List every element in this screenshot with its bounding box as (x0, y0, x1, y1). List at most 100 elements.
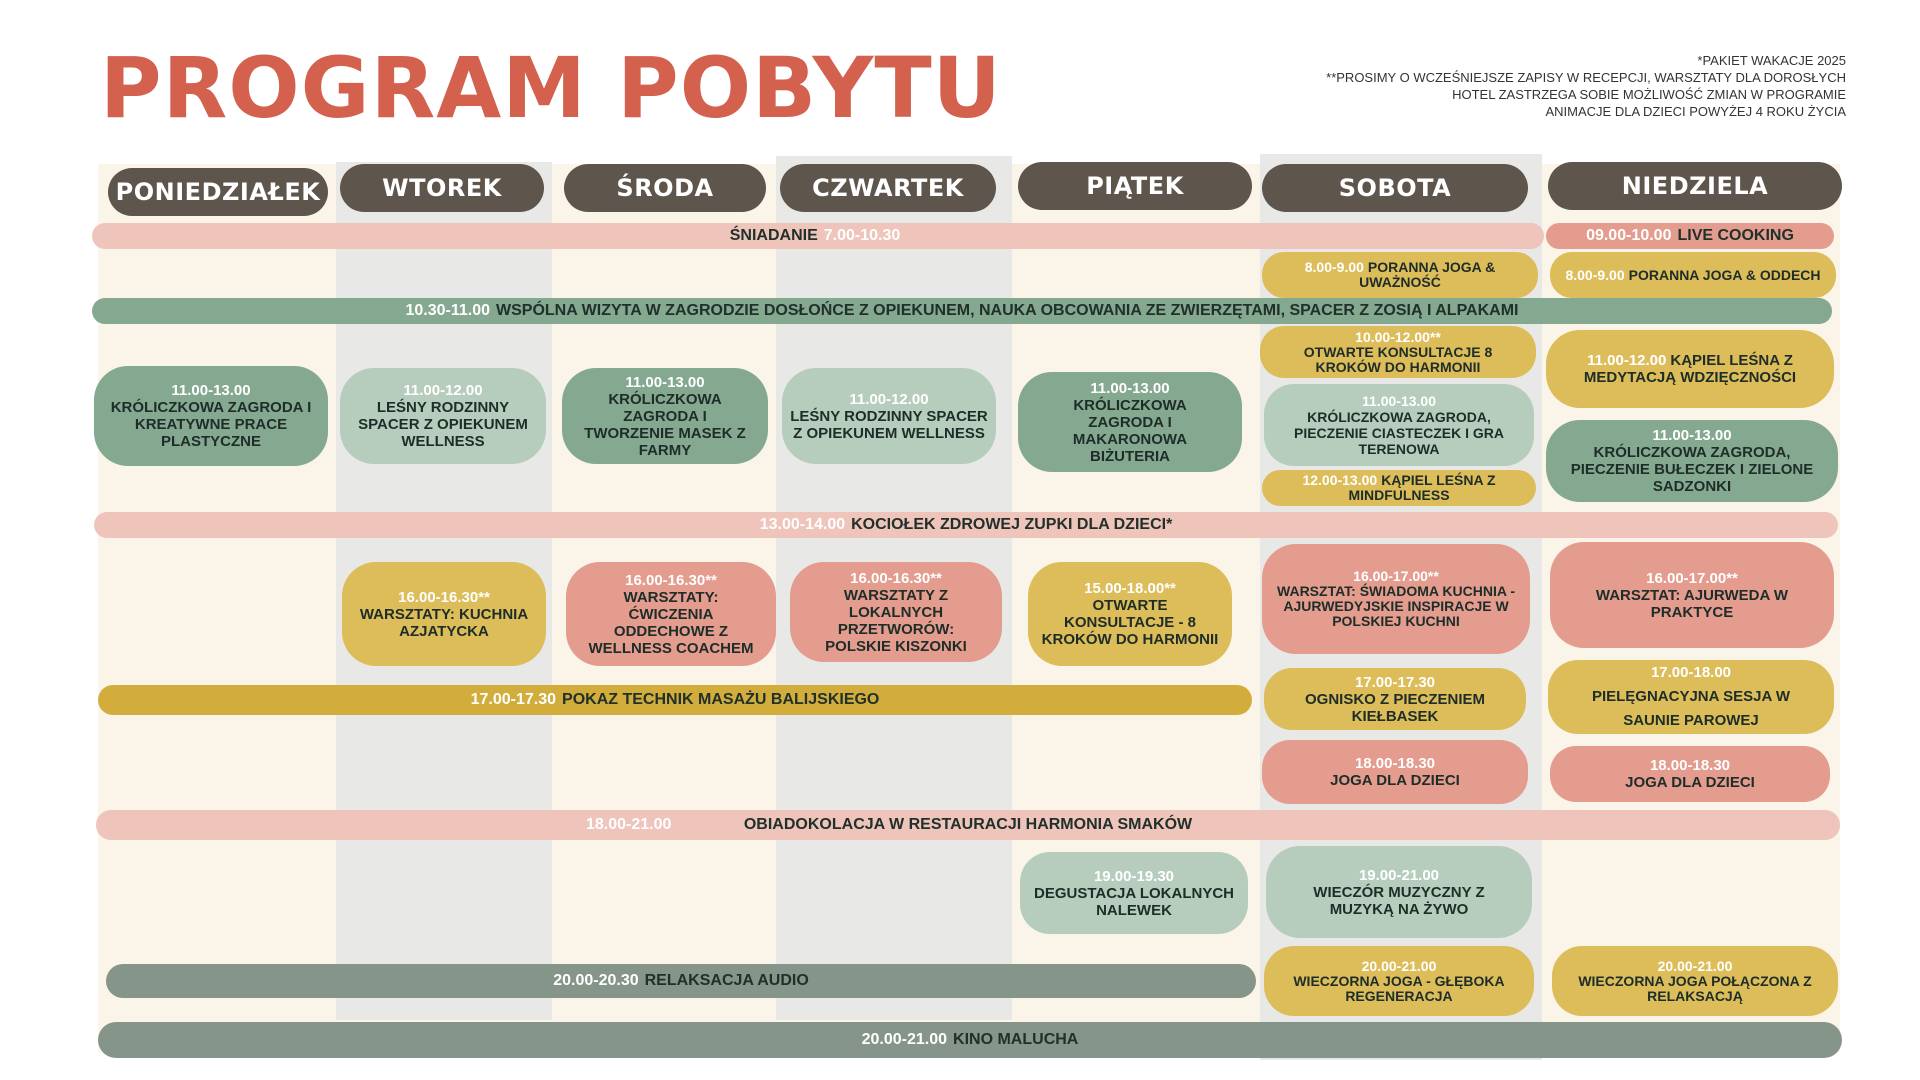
card-label: WARSZTAT: ŚWIADOMA KUCHNIA - AJURWEDYJSK… (1277, 583, 1515, 629)
card-label: OTWARTE KONSULTACJE - 8 KROKÓW DO HARMON… (1041, 597, 1219, 648)
band-time: 7.00-10.30 (823, 227, 901, 244)
header-notes: *PAKIET WAKACJE 2025 **PROSIMY O WCZEŚNI… (1206, 52, 1846, 120)
card-label: LEŚNY RODZINNY SPACER Z OPIEKUNEM WELLNE… (790, 407, 988, 442)
card-sat-1600: 16.00-17.00** WARSZTAT: ŚWIADOMA KUCHNIA… (1262, 544, 1530, 654)
card-label: OTWARTE KONSULTACJE 8 KROKÓW DO HARMONII (1303, 343, 1493, 375)
card-label: KĄPIEL LEŚNA Z MEDYTACJĄ WDZIĘCZNOŚCI (1583, 352, 1797, 386)
band-kino: 20.00-21.00 KINO MALUCHA (98, 1022, 1842, 1058)
card-sat-1900: 19.00-21.00 WIECZÓR MUZYCZNY Z MUZYKĄ NA… (1266, 846, 1532, 938)
card-label: WIECZORNA JOGA - GŁĘBOKA REGENERACJA (1293, 972, 1505, 1004)
day-header-saturday: SOBOTA (1262, 164, 1528, 212)
card-time: 16.00-17.00** (1353, 568, 1439, 584)
band-label: POKAZ TECHNIK MASAŻU BALIJSKIEGO (562, 691, 880, 708)
card-sun-1800: 18.00-18.30 JOGA DLA DZIECI (1550, 746, 1830, 802)
band-label: KINO MALUCHA (953, 1031, 1079, 1048)
band-dinner: 18.00-21.00 OBIADOKOLACJA W RESTAURACJI … (96, 810, 1840, 840)
band-soup: 13.00-14.00 KOCIOŁEK ZDROWEJ ZUPKI DLA D… (94, 512, 1838, 538)
day-header-tuesday: WTOREK (340, 164, 544, 212)
card-sat-1000: 10.00-12.00** OTWARTE KONSULTACJE 8 KROK… (1260, 326, 1536, 378)
card-label: KRÓLICZKOWA ZAGRODA I TWORZENIE MASEK Z … (584, 390, 746, 459)
band-time: 09.00-10.00 (1586, 227, 1672, 244)
band-time: 18.00-21.00 (586, 816, 672, 833)
band-label: OBIADOKOLACJA W RESTAURACJI HARMONIA SMA… (743, 816, 1193, 833)
card-thu-1100: 11.00-12.00 LEŚNY RODZINNY SPACER Z OPIE… (782, 368, 996, 464)
band-farm-visit: 10.30-11.00 WSPÓLNA WIZYTA W ZAGRODZIE D… (92, 298, 1832, 324)
card-time: 11.00-13.00 (1090, 379, 1170, 397)
card-label: KRÓLICZKOWA ZAGRODA, PIECZENIE BUŁECZEK … (1570, 444, 1814, 495)
card-time: 20.00-21.00 (1657, 957, 1733, 974)
card-time: 19.00-19.30 (1093, 867, 1175, 885)
card-time: 17.00-17.30 (1354, 673, 1436, 691)
note-line: ANIMACJE DLA DZIECI POWYŻEJ 4 ROKU ŻYCIA (1545, 104, 1847, 119)
card-sat-2000: 20.00-21.00 WIECZORNA JOGA - GŁĘBOKA REG… (1264, 946, 1534, 1016)
band-label: KOCIOŁEK ZDROWEJ ZUPKI DLA DZIECI* (851, 516, 1173, 533)
day-header-monday: PONIEDZIAŁEK (108, 168, 328, 216)
card-label: WARSZTATY: KUCHNIA AZJATYCKA (359, 605, 529, 640)
band-breakfast: ŚNIADANIE 7.00-10.30 (92, 223, 1544, 249)
card-sun-1700: 17.00-18.00 PIELĘGNACYJNA SESJA W SAUNIE… (1548, 660, 1834, 734)
card-label: PORANNA JOGA & ODDECH (1628, 266, 1821, 283)
band-label: WSPÓLNA WIZYTA W ZAGRODZIE DOSŁOŃCE Z OP… (496, 302, 1519, 319)
card-time: 18.00-18.30 (1649, 757, 1731, 774)
card-time: 16.00-16.30** (625, 571, 717, 589)
card-label: KĄPIEL LEŚNA Z MINDFULNESS (1348, 472, 1496, 503)
card-time: 16.00-16.30** (850, 569, 942, 587)
card-time: 15.00-18.00** (1084, 580, 1176, 597)
card-label: LEŚNY RODZINNY SPACER Z OPIEKUNEM WELLNE… (358, 399, 528, 450)
card-fri-1100: 11.00-13.00 KRÓLICZKOWA ZAGRODA I MAKARO… (1018, 372, 1242, 472)
card-label: WIECZÓR MUZYCZNY Z MUZYKĄ NA ŻYWO (1313, 883, 1485, 918)
card-tue-1100: 11.00-12.00 LEŚNY RODZINNY SPACER Z OPIE… (340, 368, 546, 464)
card-time: 16.00-17.00** (1646, 569, 1738, 587)
card-sun-2000: 20.00-21.00 WIECZORNA JOGA POŁĄCZONA Z R… (1552, 946, 1838, 1016)
card-sat-1100: 11.00-13.00 KRÓLICZKOWA ZAGRODA, PIECZEN… (1264, 384, 1534, 466)
day-header-sunday: NIEDZIELA (1548, 162, 1842, 210)
card-time: 11.00-12.00 (1587, 352, 1667, 369)
card-time: 11.00-13.00 (1652, 427, 1732, 444)
band-time: 20.00-20.30 (553, 972, 639, 989)
card-label: KRÓLICZKOWA ZAGRODA I MAKARONOWA BIŻUTER… (1072, 396, 1188, 465)
band-massage: 17.00-17.30 POKAZ TECHNIK MASAŻU BALIJSK… (98, 685, 1252, 715)
card-label: KRÓLICZKOWA ZAGRODA, PIECZENIE CIASTECZE… (1293, 409, 1505, 457)
card-time: 10.00-12.00** (1355, 328, 1441, 345)
band-time: 10.30-11.00 (405, 302, 491, 319)
card-fri-1500: 15.00-18.00** OTWARTE KONSULTACJE - 8 KR… (1028, 562, 1232, 666)
band-label: ŚNIADANIE (729, 227, 818, 244)
card-tue-1600: 16.00-16.30** WARSZTATY: KUCHNIA AZJATYC… (342, 562, 546, 666)
card-thu-1600: 16.00-16.30** WARSZTATY Z LOKALNYCH PRZE… (790, 562, 1002, 662)
card-label: WIECZORNA JOGA POŁĄCZONA Z RELAKSACJĄ (1578, 972, 1812, 1004)
card-label: KRÓLICZKOWA ZAGRODA I KREATYWNE PRACE PL… (110, 399, 312, 450)
note-line: **PROSIMY O WCZEŚNIEJSZE ZAPISY W RECEPC… (1326, 70, 1846, 85)
card-time: 18.00-18.30 (1354, 755, 1436, 772)
card-label: WARSZTAT: AJURWEDA W PRAKTYCE (1595, 586, 1789, 621)
day-header-wednesday: ŚRODA (564, 164, 766, 212)
card-time: 8.00-9.00 (1304, 259, 1364, 275)
card-time: 8.00-9.00 (1565, 266, 1625, 283)
card-sun-1100b: 11.00-13.00 KRÓLICZKOWA ZAGRODA, PIECZEN… (1546, 420, 1838, 502)
day-header-thursday: CZWARTEK (780, 164, 996, 212)
card-label: JOGA DLA DZIECI (1330, 772, 1460, 789)
band-time: 20.00-21.00 (861, 1031, 948, 1048)
band-time: 17.00-17.30 (470, 691, 557, 708)
card-label: PORANNA JOGA & UWAŻNOŚĆ (1359, 259, 1496, 290)
card-label: PIELĘGNACYJNA SESJA W SAUNIE PAROWEJ (1591, 688, 1791, 729)
card-label: DEGUSTACJA LOKALNYCH NALEWEK (1033, 884, 1234, 919)
band-live-cooking: 09.00-10.00 LIVE COOKING (1546, 223, 1834, 249)
band-label: RELAKSACJA AUDIO (644, 972, 809, 989)
card-time: 11.00-13.00 (171, 382, 251, 399)
card-time: 16.00-16.30** (398, 588, 490, 606)
card-mon-1100: 11.00-13.00 KRÓLICZKOWA ZAGRODA I KREATY… (94, 366, 328, 466)
card-wed-1600: 16.00-16.30** WARSZTATY: ĆWICZENIA ODDEC… (566, 562, 776, 666)
card-label: JOGA DLA DZIECI (1625, 774, 1755, 791)
card-fri-1900: 19.00-19.30 DEGUSTACJA LOKALNYCH NALEWEK (1020, 852, 1248, 934)
band-audio: 20.00-20.30 RELAKSACJA AUDIO (106, 964, 1256, 998)
card-time: 11.00-12.00 (403, 382, 483, 399)
card-label: WARSZTATY Z LOKALNYCH PRZETWORÓW: POLSKI… (825, 586, 967, 655)
band-time: 13.00-14.00 (759, 516, 846, 533)
card-time: 11.00-13.00 (625, 373, 705, 391)
card-time: 12.00-13.00 (1302, 472, 1378, 488)
card-label: OGNISKO Z PIECZENIEM KIEŁBASEK (1304, 690, 1485, 725)
